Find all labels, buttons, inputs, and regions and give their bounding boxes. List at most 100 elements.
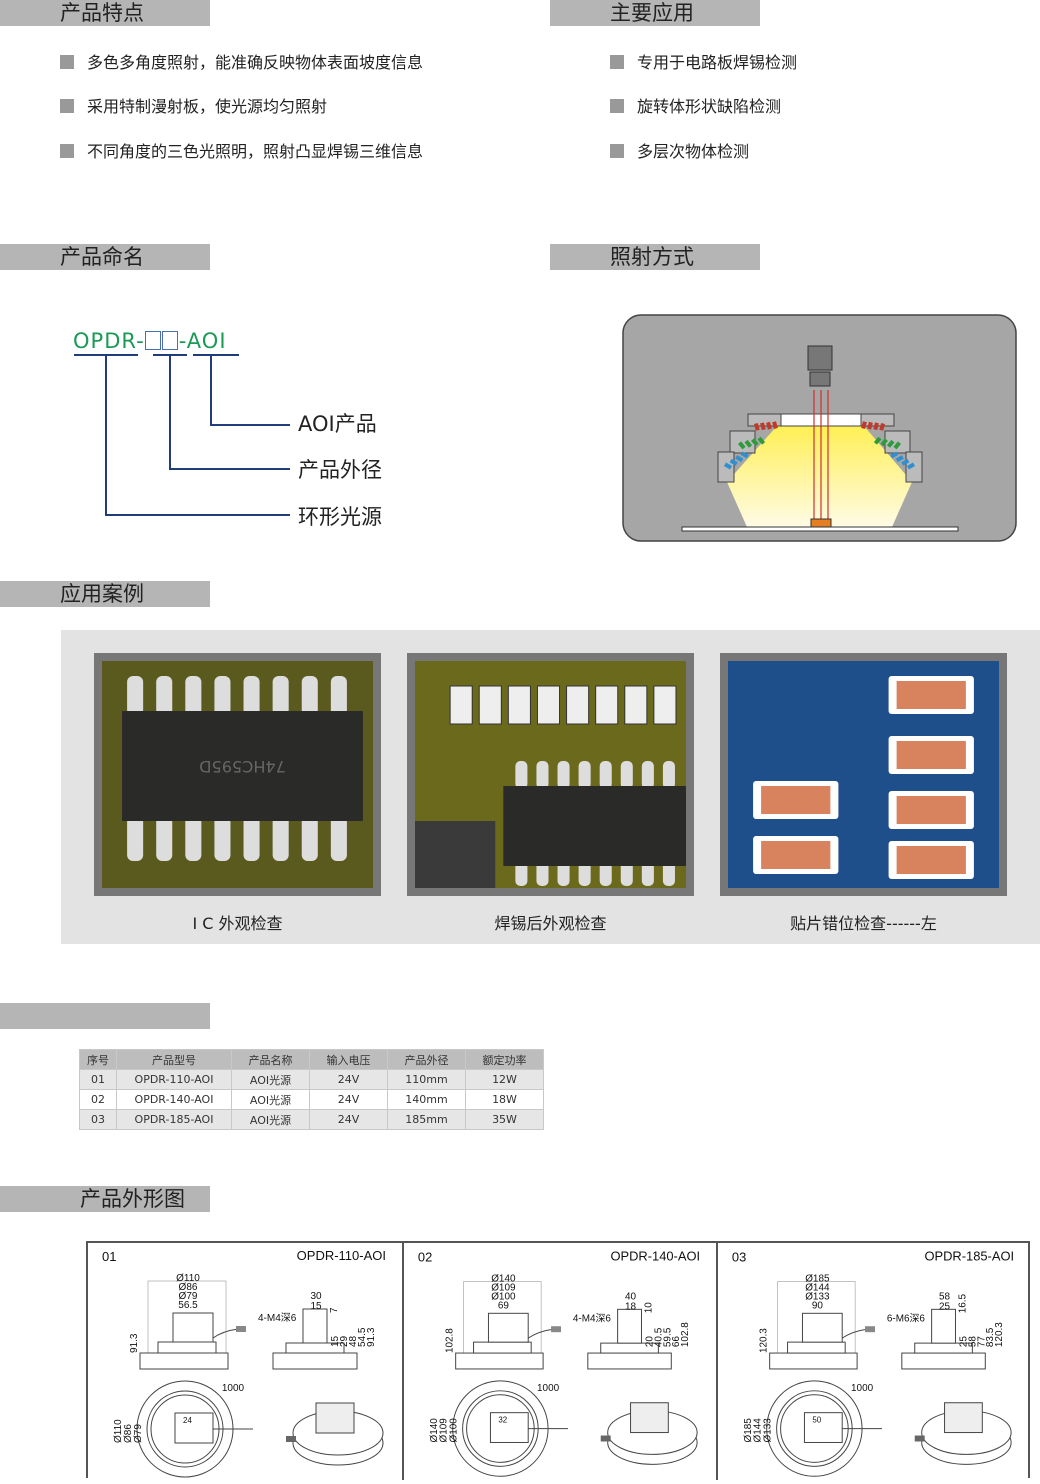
led bbox=[772, 421, 778, 430]
ic-pin bbox=[536, 761, 549, 789]
connector-icon bbox=[286, 1436, 296, 1442]
dimension-label: 58 bbox=[939, 1291, 951, 1302]
iso-camera-box bbox=[315, 1402, 355, 1434]
resistor bbox=[566, 685, 590, 725]
diameter-label: Ø185 bbox=[743, 1418, 754, 1443]
cell: 140mm bbox=[387, 1089, 466, 1110]
cell: 185mm bbox=[387, 1109, 466, 1130]
ic-pin bbox=[536, 861, 549, 886]
bullet-icon bbox=[60, 55, 74, 69]
connector-icon bbox=[914, 1435, 925, 1442]
dimension-label: 90 bbox=[812, 1300, 824, 1311]
drawing-index: 03 bbox=[732, 1250, 746, 1265]
led bbox=[879, 422, 885, 431]
diameter-label: Ø86 bbox=[123, 1424, 134, 1443]
dimension-label: 30 bbox=[310, 1291, 322, 1302]
capacitor bbox=[896, 846, 966, 874]
inner-dimension: 32 bbox=[498, 1416, 507, 1425]
connector-line bbox=[105, 514, 290, 516]
case-caption: 焊锡后外观检查 bbox=[494, 914, 607, 933]
connector-icon bbox=[551, 1326, 561, 1333]
diameter-label: Ø79 bbox=[133, 1424, 144, 1443]
outline-header: 产品外形图 bbox=[0, 1186, 210, 1212]
col-header: 序号 bbox=[79, 1049, 117, 1070]
dimension-label: 16.5 bbox=[957, 1294, 968, 1314]
col-header: 输入电压 bbox=[309, 1049, 388, 1070]
ic-pin bbox=[214, 816, 231, 861]
cell: 18W bbox=[465, 1089, 544, 1110]
dimension-label: 18 bbox=[625, 1301, 637, 1312]
illumination-header: 照射方式 bbox=[550, 244, 760, 270]
cell: 24V bbox=[309, 1069, 388, 1090]
cases-title: 应用案例 bbox=[60, 582, 144, 606]
col-header: 产品型号 bbox=[116, 1049, 232, 1070]
front-ring bbox=[157, 1341, 217, 1354]
ic-pin bbox=[620, 861, 633, 886]
applications-title: 主要应用 bbox=[610, 1, 694, 25]
front-ring bbox=[473, 1341, 532, 1354]
application-text: 专用于电路板焊锡检测 bbox=[637, 53, 798, 72]
application-item: 多层次物体检测 bbox=[610, 142, 749, 162]
thread-label: 4-M4深6 bbox=[573, 1312, 612, 1324]
cable bbox=[841, 1328, 868, 1339]
side-camera-box bbox=[617, 1308, 642, 1344]
cell: 24V bbox=[309, 1089, 388, 1110]
ic-pin bbox=[330, 676, 347, 716]
case-photo-smd bbox=[720, 653, 1007, 896]
front-camera-box bbox=[172, 1312, 214, 1343]
height-label: 83.5 bbox=[985, 1327, 996, 1347]
iso-camera-box bbox=[630, 1402, 669, 1434]
ic-pin bbox=[578, 861, 591, 886]
ic-pin bbox=[127, 676, 144, 716]
iso-camera-box bbox=[944, 1402, 983, 1434]
led bbox=[886, 439, 895, 448]
dimension-label: 25 bbox=[939, 1301, 951, 1312]
diameter-label: Ø144 bbox=[753, 1418, 764, 1443]
cases-panel: 74HC595D I C 外观检查 焊锡后外观检查 贴片错位检查------左 bbox=[61, 630, 1040, 944]
light-rays bbox=[813, 390, 829, 519]
cable bbox=[527, 1328, 554, 1339]
housing bbox=[729, 430, 756, 454]
case-caption: I C 外观检查 bbox=[192, 914, 283, 933]
height-label: 102.8 bbox=[445, 1328, 456, 1353]
bullet-icon bbox=[60, 99, 74, 113]
ic-pin bbox=[330, 816, 347, 861]
ic-pin bbox=[557, 861, 570, 886]
ic-pin bbox=[641, 761, 654, 789]
capacitor bbox=[761, 841, 831, 869]
inner-dimension: 50 bbox=[812, 1416, 821, 1425]
front-base bbox=[769, 1352, 858, 1370]
cell: 24V bbox=[309, 1109, 388, 1130]
cell: 35W bbox=[465, 1109, 544, 1130]
cell: 03 bbox=[79, 1109, 117, 1130]
top-camera-box bbox=[489, 1412, 529, 1443]
feature-item: 多色多角度照射，能准确反映物体表面坡度信息 bbox=[60, 53, 423, 73]
bullet-icon bbox=[610, 144, 624, 158]
features-header: 产品特点 bbox=[0, 0, 210, 26]
bullet-icon bbox=[610, 55, 624, 69]
outline-title: 产品外形图 bbox=[80, 1187, 185, 1211]
underline bbox=[193, 354, 239, 356]
height-label: 59.5 bbox=[662, 1327, 673, 1347]
ic-pin bbox=[301, 816, 318, 861]
ic-pin bbox=[243, 816, 260, 861]
illumination-diagram bbox=[622, 314, 1017, 542]
height-label: 54.5 bbox=[357, 1327, 368, 1347]
side-camera-box bbox=[931, 1308, 956, 1344]
height-label: 48 bbox=[348, 1335, 359, 1347]
connector-line bbox=[105, 355, 107, 515]
feature-item: 不同角度的三色光照明，照射凸显焊锡三维信息 bbox=[60, 142, 423, 162]
height-label: 40.5 bbox=[653, 1327, 664, 1347]
led bbox=[873, 436, 882, 445]
dimension-label: Ø100 bbox=[491, 1291, 516, 1302]
thread-label: 6-M6深6 bbox=[887, 1312, 926, 1324]
height-label: 15 bbox=[330, 1335, 341, 1347]
resistor bbox=[624, 685, 648, 725]
ic-pin bbox=[127, 816, 144, 861]
feature-text: 多色多角度照射，能准确反映物体表面坡度信息 bbox=[87, 53, 424, 72]
top-camera-box bbox=[803, 1412, 843, 1443]
dimension-label: 10 bbox=[643, 1302, 654, 1314]
bullet-icon bbox=[610, 99, 624, 113]
ic-pin bbox=[301, 676, 318, 716]
